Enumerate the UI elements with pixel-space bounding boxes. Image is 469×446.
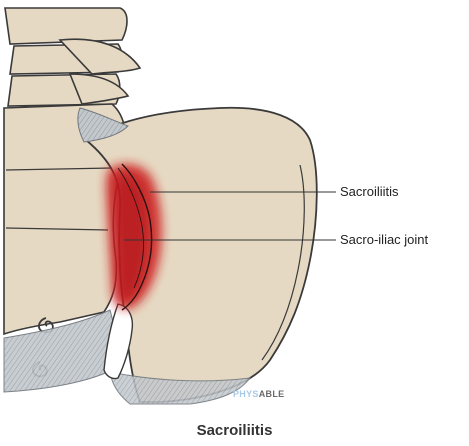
watermark-logo: PHYSABLE	[233, 389, 284, 399]
lumbar-vertebrae	[5, 8, 140, 106]
watermark-part2: ABLE	[259, 389, 285, 399]
watermark-part1: PHYS	[233, 389, 259, 399]
sacroiliitis-label: Sacroiliitis	[340, 184, 399, 199]
figure-caption: Sacroiliitis	[0, 422, 469, 439]
sacroiliac-joint-label: Sacro-iliac joint	[340, 232, 428, 247]
